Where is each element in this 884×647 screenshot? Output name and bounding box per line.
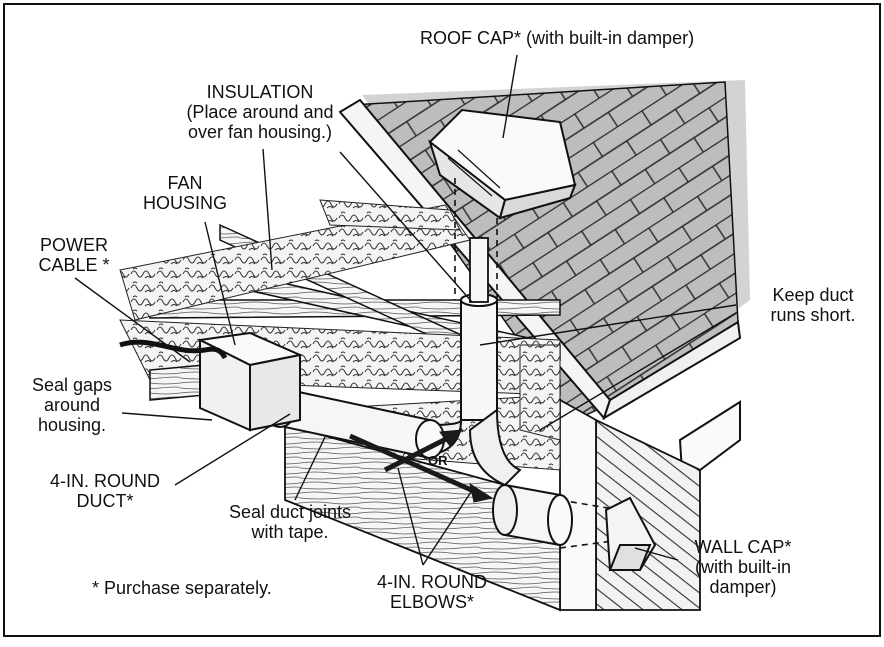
vertical-duct — [429, 237, 522, 487]
purchase-note: * Purchase separately. — [92, 578, 272, 598]
guide-lines — [454, 178, 621, 549]
roof-cap-label: ROOF CAP* (with built-in damper) — [420, 28, 695, 48]
airflow-arrows — [348, 429, 494, 503]
or-marker: OR — [428, 453, 448, 468]
leader-lines — [74, 54, 737, 566]
round-elbows-label: 4-IN. ROUND ELBOWS* — [376, 572, 487, 612]
keep-duct-label: Keep duct runs short. — [770, 285, 856, 325]
insulation-label: INSULATION (Place around and over fan ho… — [186, 82, 334, 142]
roof-cap-unit — [428, 108, 577, 220]
seal-joints-label: Seal duct joints with tape. — [228, 502, 352, 542]
fan-housing-box — [196, 331, 304, 432]
fan-housing-label: FAN HOUSING — [142, 173, 227, 213]
ceiling-joist-front — [284, 423, 561, 612]
round-duct-label: 4-IN. ROUND DUCT* — [49, 471, 160, 511]
wall-cap-unit — [604, 496, 657, 571]
ceiling-joist-left — [149, 364, 206, 401]
roof-eave — [602, 320, 742, 421]
power-cable-wire — [119, 339, 228, 360]
wall-cap-label: WALL CAP* (with built-in damper) — [694, 537, 792, 597]
power-cable-label: POWER CABLE * — [38, 235, 110, 275]
seal-gaps-label: Seal gaps around housing. — [31, 375, 113, 435]
